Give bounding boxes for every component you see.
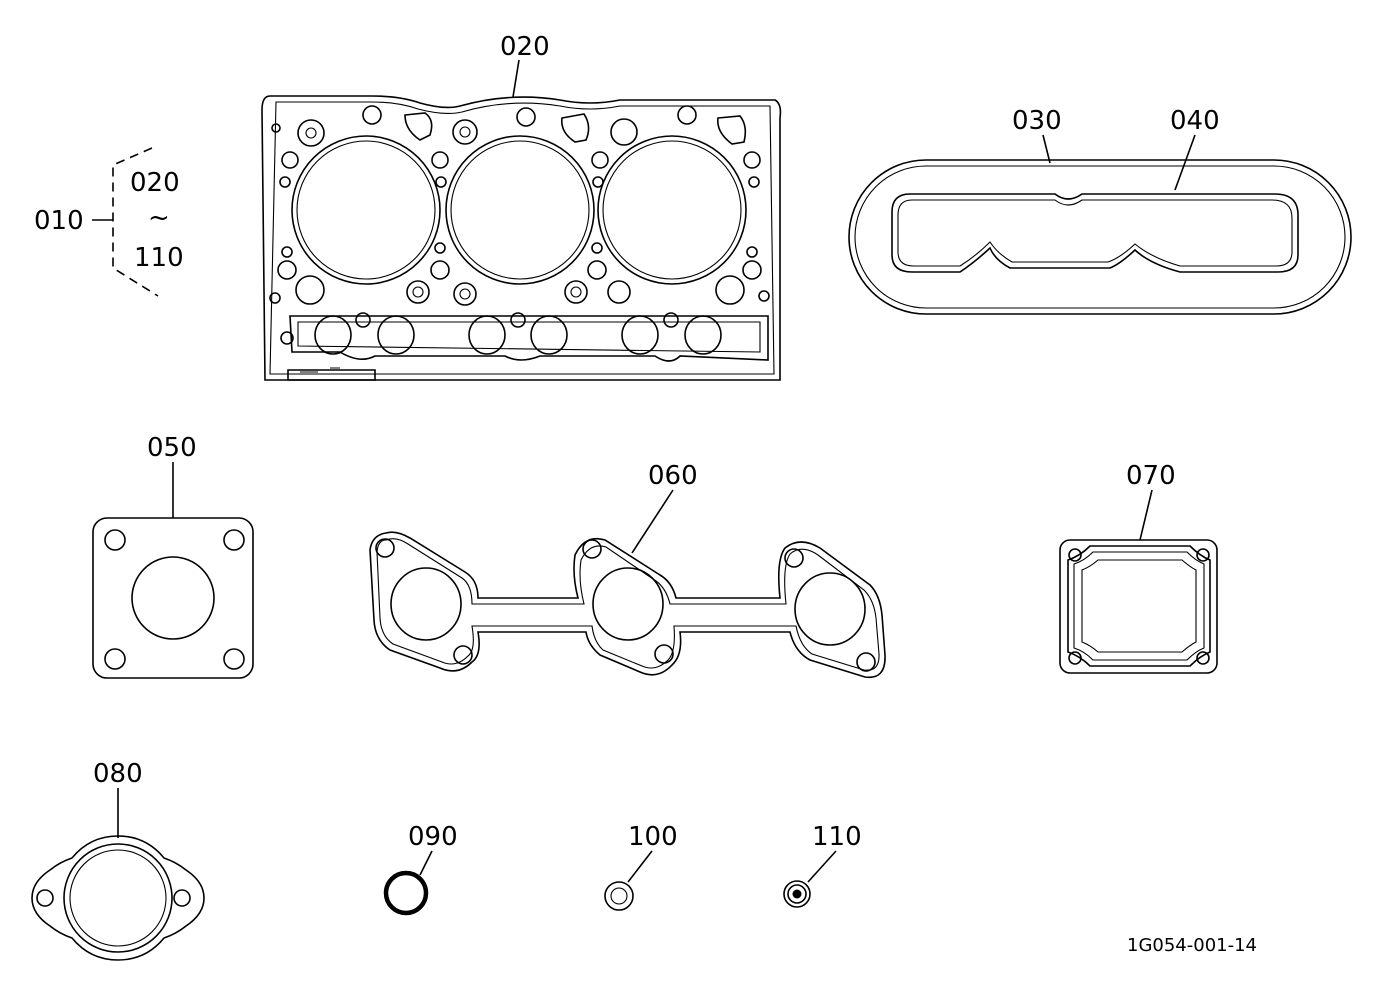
label-020: 020	[500, 32, 550, 62]
set-callout: 010 020 ~ 110	[34, 147, 184, 297]
label-100: 100	[628, 822, 678, 852]
rect-gasket: 070	[1059, 461, 1218, 674]
head-gasket: 020	[261, 32, 782, 381]
drawing-code: 1G054-001-14	[1127, 935, 1257, 956]
label-070: 070	[1126, 461, 1176, 491]
square-gasket: 050	[92, 433, 254, 679]
label-030: 030	[1012, 106, 1062, 136]
label-040: 040	[1170, 106, 1220, 136]
label-110: 110	[812, 822, 862, 852]
label-090: 090	[408, 822, 458, 852]
seal: 110	[783, 822, 862, 908]
washer: 100	[604, 822, 678, 911]
label-range-tilde: ~	[148, 203, 170, 233]
oval-gasket: 080	[31, 759, 205, 961]
cover-gaskets: 030 040	[848, 106, 1352, 315]
label-060: 060	[648, 461, 698, 491]
manifold-gasket: 060	[369, 461, 886, 679]
label-range-end: 110	[134, 243, 184, 273]
label-080: 080	[93, 759, 143, 789]
o-ring: 090	[383, 822, 458, 916]
label-050: 050	[147, 433, 197, 463]
label-range-start: 020	[130, 168, 180, 198]
label-010: 010	[34, 206, 84, 236]
